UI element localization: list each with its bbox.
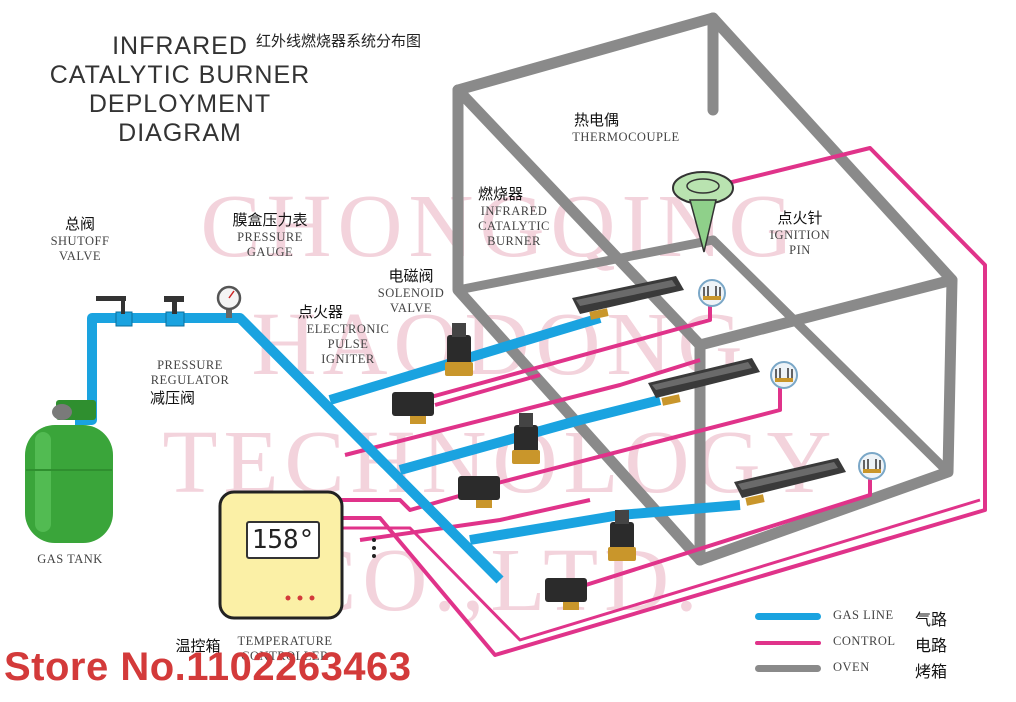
electronic-igniter-1-icon <box>392 392 434 424</box>
temperature-display: 158° <box>246 521 320 559</box>
legend-control: Control 电路 <box>755 632 975 655</box>
ignition-pin-3-icon <box>858 452 886 480</box>
oven-back-bottom-edge <box>453 235 718 295</box>
pressure-gauge-icon <box>216 285 242 318</box>
label-electronic-igniter: 点火器 Electronic Pulse Igniter <box>298 303 390 366</box>
electronic-igniter-3-icon <box>545 578 587 610</box>
control-wire-1 <box>340 488 481 512</box>
burner-3-icon <box>734 458 846 506</box>
solenoid-valve-3-icon <box>608 510 636 561</box>
gas-branch-2 <box>398 395 662 475</box>
label-burner: 燃烧器 Infrared Catalytic Burner <box>478 185 550 248</box>
thermocouple-icon <box>672 171 734 253</box>
solenoid-valve-2-icon <box>512 413 540 464</box>
burner-1-icon <box>572 276 684 320</box>
diagram-title: INFRARED CATALYTIC BURNER DEPLOYMENT DIA… <box>49 32 311 147</box>
label-temperature-controller: Temperature Controller <box>237 634 333 663</box>
label-pressure-regulator: Pressure Regulator 减压阀 <box>150 358 230 407</box>
label-thermocouple: 热电偶 Thermocouple <box>572 111 680 144</box>
ignition-pin-2-icon <box>770 361 798 389</box>
diagram-title-zh: 红外线燃烧器系统分布图 <box>256 32 422 50</box>
label-solenoid-valve: 电磁阀 Solenoid Valve <box>377 267 445 315</box>
solenoid-valve-1-icon <box>445 323 473 376</box>
label-pressure-gauge: 膜盒压力表 Pressure Gauge <box>232 211 308 259</box>
oven-frame <box>452 12 958 566</box>
store-number: Store No.1102263463 <box>4 645 412 689</box>
control-wire-4 <box>359 498 591 542</box>
thermocouple-wire <box>340 146 987 657</box>
ignite-wire-1b <box>434 373 541 407</box>
gas-branch-1 <box>328 313 602 405</box>
label-gas-tank: Gas Tank <box>37 552 103 566</box>
legend-gas-line: Gas Line 气路 <box>755 606 975 629</box>
ignite-wire-2 <box>489 385 782 487</box>
legend-swatch-control <box>755 641 821 645</box>
legend-swatch-gas <box>755 613 821 620</box>
burner-2-icon <box>648 358 760 406</box>
ignite-wire-3 <box>569 475 872 592</box>
legend-swatch-oven <box>755 665 821 672</box>
label-shutoff-valve: 总阀 Shutoff Valve <box>50 215 110 263</box>
electronic-igniter-2-icon <box>458 476 500 508</box>
control-wire-2 <box>340 498 981 642</box>
oven-back-side-edge <box>708 235 953 477</box>
gas-tank-icon <box>25 400 113 543</box>
shutoff-valve-icon <box>96 296 133 327</box>
legend-oven: Oven 烤箱 <box>755 658 975 681</box>
control-wire-3 <box>344 358 701 457</box>
ignition-pin-1-icon <box>698 279 726 307</box>
label-ignition-pin: 点火针 Ignition Pin <box>769 209 831 257</box>
label-temperature-controller-zh: 温控箱 <box>175 637 221 655</box>
pressure-regulator-icon <box>164 296 185 327</box>
